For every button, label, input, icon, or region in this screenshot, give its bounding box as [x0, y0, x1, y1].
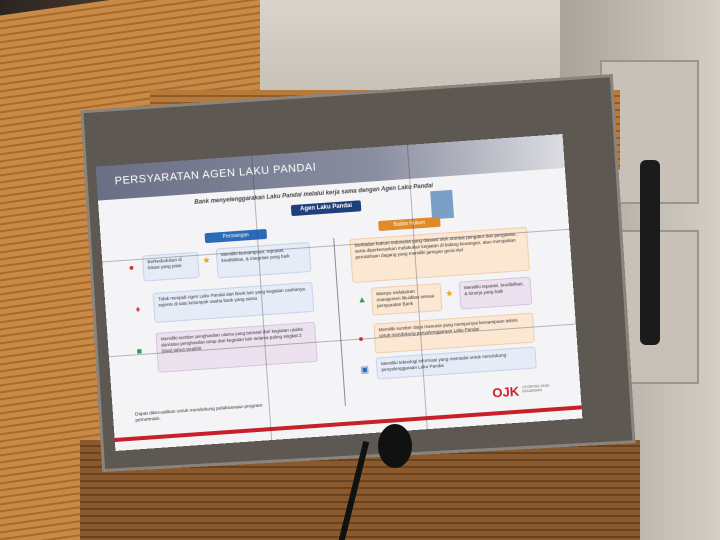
- right-card: Berbadan hukum Indonesia yang diawasi ol…: [349, 226, 530, 284]
- right-category-label: Badan Hukum: [378, 216, 441, 232]
- right-card: Mampu melakukan manajemen likuiditas ses…: [370, 282, 443, 316]
- footer-note: Dapat dikecualikan untuk mendukung pelak…: [134, 403, 263, 424]
- chart-icon: ▲: [357, 294, 367, 305]
- right-card: Memiliki reputasi, kredibilitas, & kiner…: [458, 276, 533, 310]
- badge-icon: ★: [202, 254, 211, 266]
- main-label: Agen Laku Pandai: [290, 200, 362, 217]
- ojk-logo: OJK: [491, 383, 520, 401]
- star-badge-icon: ★: [444, 288, 454, 299]
- microphone-icon: [378, 424, 412, 468]
- presentation-screen: PERSYARATAN AGEN LAKU PANDAI Bank menyel…: [95, 134, 583, 451]
- location-pin-icon: ●: [128, 262, 135, 273]
- center-divider: [333, 238, 346, 406]
- handshake-icon: ♦: [135, 303, 141, 315]
- speaker: [640, 160, 660, 345]
- left-card: Tidak menjadi Agen Laku Pandai dari Bank…: [152, 281, 315, 323]
- computer-icon: ▣: [360, 364, 370, 375]
- building-icon: [430, 189, 455, 220]
- ojk-caption: OTORITAS JASA KEUANGAN: [521, 383, 550, 394]
